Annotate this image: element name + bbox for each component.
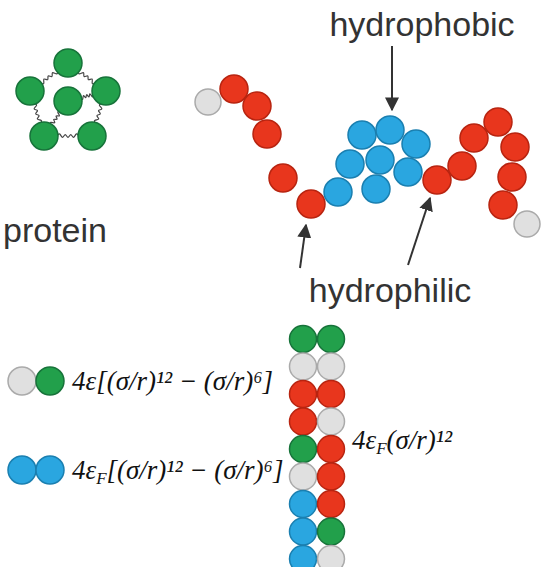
spring <box>34 103 42 123</box>
bead <box>318 353 345 380</box>
leader-arrows <box>300 46 430 268</box>
bead <box>290 408 317 435</box>
bead <box>318 463 345 490</box>
formula-row: 4εF(σ/r)¹² <box>352 425 452 456</box>
formula-subscript: F <box>376 439 386 459</box>
bead <box>290 436 317 463</box>
spring <box>40 71 57 84</box>
bead <box>290 381 317 408</box>
formula-subscript: F <box>96 469 106 489</box>
polymer-chain <box>195 75 540 237</box>
formula-row: 4εF[(σ/r)¹² − (σ/r)⁶] <box>72 455 283 486</box>
bead <box>318 436 345 463</box>
spring <box>94 103 102 123</box>
hydrophilic-label-row: hydrophilic <box>309 271 472 310</box>
bead <box>290 491 317 518</box>
bead <box>318 491 345 518</box>
region-label: hydrophobic <box>329 5 514 44</box>
bead <box>290 463 317 490</box>
bead <box>318 381 345 408</box>
pair-grey-green <box>8 367 64 395</box>
formula-prefix: 4ε <box>72 366 96 397</box>
protein-beads <box>16 49 120 150</box>
region-label: hydrophilic <box>309 271 472 310</box>
bead <box>290 353 317 380</box>
region-label: protein <box>3 211 107 250</box>
bead <box>318 518 345 545</box>
bead <box>318 326 345 353</box>
formula-body: [(σ/r)¹² − (σ/r)⁶] <box>107 455 284 486</box>
bead <box>318 546 345 567</box>
formula-row: 4ε[(σ/r)¹² − (σ/r)⁶] <box>72 366 273 397</box>
formula-body: [(σ/r)¹² − (σ/r)⁶] <box>96 366 273 397</box>
bead <box>290 518 317 545</box>
bead <box>290 326 317 353</box>
formula-prefix: 4ε <box>72 455 96 486</box>
spring <box>57 134 79 138</box>
bead <box>318 408 345 435</box>
spring <box>50 112 60 126</box>
formula-body: (σ/r)¹² <box>387 425 453 456</box>
bead <box>290 546 317 567</box>
protein-label-row: protein <box>3 211 107 250</box>
pair-blue-blue <box>8 456 64 484</box>
formula-prefix: 4ε <box>352 425 376 456</box>
hydrophobic-label-row: hydrophobic <box>329 5 514 44</box>
bead-columns <box>290 326 345 567</box>
spring <box>78 71 95 84</box>
